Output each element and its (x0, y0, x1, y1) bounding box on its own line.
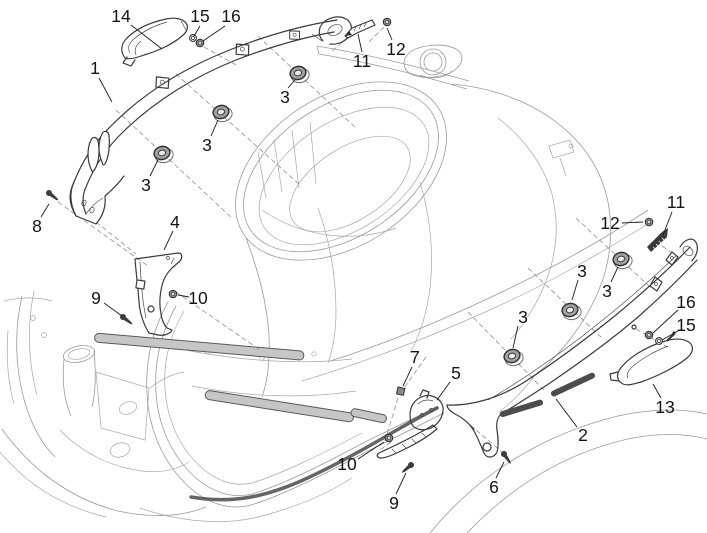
callout-label-5: 5 (451, 363, 461, 383)
part-left-front-moulding (121, 17, 188, 67)
part-right-rear-moulding (609, 331, 693, 386)
nut-12a (382, 17, 392, 27)
scooter-frame-art (0, 44, 707, 533)
screw-9b (399, 460, 416, 476)
callout-label-11: 11 (353, 51, 371, 71)
stud-11b (647, 228, 668, 252)
callout-label-3: 3 (577, 261, 587, 281)
washer-15a (189, 34, 197, 42)
part-lower-side-cover (376, 389, 444, 459)
callout-label-3: 3 (202, 135, 212, 155)
callout-label-4: 4 (170, 212, 180, 232)
grommet (559, 300, 584, 323)
callout-leaders (40, 24, 679, 495)
screw-6 (499, 449, 514, 466)
grommet (501, 346, 526, 369)
callout-label-3: 3 (602, 281, 612, 301)
callout-label-16: 16 (221, 6, 240, 26)
callout-label-15: 15 (190, 6, 209, 26)
nut-16a (195, 38, 205, 48)
callout-label-11: 11 (667, 192, 685, 212)
callout-label-13: 13 (655, 397, 674, 417)
callout-label-3: 3 (518, 307, 528, 327)
callout-label-16: 16 (676, 292, 695, 312)
grommet (287, 63, 312, 86)
screw-8 (44, 188, 61, 203)
part-bracket (134, 252, 183, 336)
stud-11a (344, 19, 376, 39)
nut-16b (644, 330, 654, 340)
hardware (44, 17, 668, 476)
nut-12b (644, 217, 654, 227)
part-right-side-cover (446, 238, 698, 458)
callout-label-15: 15 (676, 315, 695, 335)
nut-10b (384, 433, 394, 443)
callout-label-14: 14 (111, 6, 131, 26)
callout-label-12: 12 (600, 213, 619, 233)
callout-label-1: 1 (90, 58, 100, 78)
assembly-dash-lines (57, 26, 675, 453)
callout-label-6: 6 (489, 477, 499, 497)
callout-label-3: 3 (280, 87, 290, 107)
washer-15b (655, 337, 663, 345)
part-left-side-cover (69, 16, 352, 225)
grommet (210, 102, 235, 125)
grommet (610, 249, 635, 272)
callout-label-12: 12 (386, 39, 405, 59)
callout-label-3: 3 (141, 175, 151, 195)
callout-label-9: 9 (91, 288, 101, 308)
callout-label-9: 9 (389, 493, 399, 513)
callout-label-10: 10 (188, 288, 208, 308)
nut-10a (168, 289, 178, 299)
callout-label-2: 2 (578, 425, 588, 445)
clip-7 (395, 386, 406, 396)
callout-labels: 14 15 16 11 12 1 3 3 3 8 4 9 10 12 11 3 … (32, 6, 696, 513)
callout-label-10: 10 (337, 454, 357, 474)
callout-label-7: 7 (410, 347, 420, 367)
callout-label-8: 8 (32, 216, 42, 236)
